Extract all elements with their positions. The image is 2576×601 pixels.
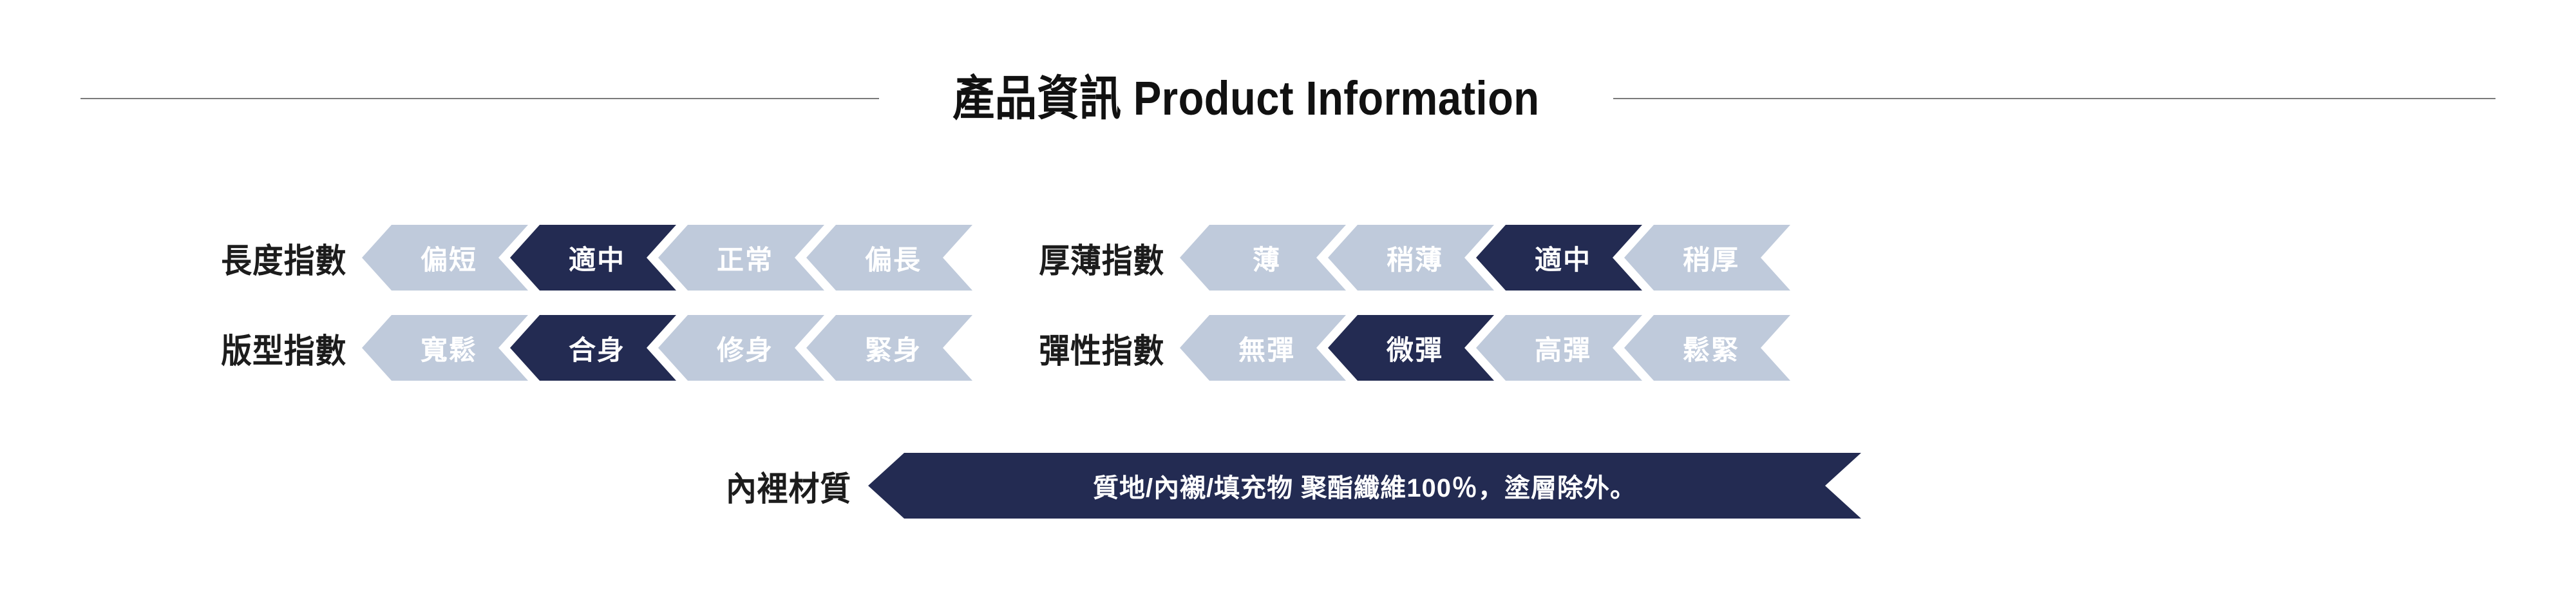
scale-segment-label: 緊身 xyxy=(864,334,922,365)
index-scale: 無彈 微彈 高彈 鬆緊 xyxy=(1180,315,1772,381)
scale-segment-label: 偏長 xyxy=(864,244,922,275)
index-group-thickness: 厚薄指數 薄 稍薄 適中 稍厚 xyxy=(1015,225,1772,291)
scale-segment-label: 微彈 xyxy=(1386,334,1443,365)
scale-segment-label: 適中 xyxy=(1534,244,1591,275)
index-row: 版型指數 寬鬆 合身 修身 緊身 彈性指數 無彈 xyxy=(0,303,2576,393)
scale-segment-label: 薄 xyxy=(1252,244,1281,275)
scale-segment-label: 鬆緊 xyxy=(1682,334,1739,365)
scale-segment[interactable]: 寬鬆 xyxy=(362,315,528,381)
index-grid: 長度指數 偏短 適中 正常 偏長 厚薄指數 薄 xyxy=(0,213,2576,393)
index-label: 長度指數 xyxy=(221,242,347,280)
index-group-elasticity: 彈性指數 無彈 微彈 高彈 鬆緊 xyxy=(1015,315,1772,381)
scale-segment-active[interactable]: 合身 xyxy=(510,315,676,381)
index-scale: 薄 稍薄 適中 稍厚 xyxy=(1180,225,1772,291)
index-label: 版型指數 xyxy=(221,332,347,370)
scale-segment-label: 正常 xyxy=(716,244,773,275)
scale-segment-label: 適中 xyxy=(568,244,625,275)
material-banner: 質地/內襯/填充物 聚酯纖維100％，塗層除外。 xyxy=(868,453,1861,519)
scale-segment[interactable]: 稍厚 xyxy=(1624,225,1790,291)
scale-segment[interactable]: 偏短 xyxy=(362,225,528,291)
index-scale: 偏短 適中 正常 偏長 xyxy=(362,225,954,291)
page-title: 產品資訊 Product Information xyxy=(952,72,1540,125)
index-row: 長度指數 偏短 適中 正常 偏長 厚薄指數 薄 xyxy=(0,213,2576,303)
scale-segment-label: 寬鬆 xyxy=(420,334,477,365)
divider-left xyxy=(80,98,880,99)
scale-segment-label: 合身 xyxy=(568,334,625,365)
scale-segment[interactable]: 緊身 xyxy=(806,315,972,381)
scale-segment[interactable]: 稍薄 xyxy=(1328,225,1494,291)
divider-right xyxy=(1613,98,2496,99)
scale-segment-label: 偏短 xyxy=(420,244,477,275)
material-text: 質地/內襯/填充物 聚酯纖維100％，塗層除外。 xyxy=(1092,474,1637,502)
scale-segment[interactable]: 薄 xyxy=(1180,225,1346,291)
scale-segment[interactable]: 修身 xyxy=(658,315,824,381)
scale-segment[interactable]: 正常 xyxy=(658,225,824,291)
scale-segment-label: 稍厚 xyxy=(1682,244,1739,275)
material-label: 內裡材質 xyxy=(725,470,851,508)
material-row: 內裡材質 質地/內襯/填充物 聚酯纖維100％，塗層除外。 xyxy=(0,447,2576,524)
scale-segment-active[interactable]: 微彈 xyxy=(1328,315,1494,381)
index-label: 彈性指數 xyxy=(1039,332,1165,370)
scale-segment-active[interactable]: 適中 xyxy=(1476,225,1642,291)
scale-segment-active[interactable]: 適中 xyxy=(510,225,676,291)
scale-segment-label: 稍薄 xyxy=(1386,244,1443,275)
scale-segment[interactable]: 鬆緊 xyxy=(1624,315,1790,381)
index-label: 厚薄指數 xyxy=(1039,242,1165,280)
scale-segment[interactable]: 偏長 xyxy=(806,225,972,291)
index-group-length: 長度指數 偏短 適中 正常 偏長 xyxy=(197,225,954,291)
scale-segment[interactable]: 無彈 xyxy=(1180,315,1346,381)
scale-segment-label: 修身 xyxy=(716,334,773,365)
scale-segment[interactable]: 高彈 xyxy=(1476,315,1642,381)
index-group-fit: 版型指數 寬鬆 合身 修身 緊身 xyxy=(197,315,954,381)
scale-segment-label: 無彈 xyxy=(1238,334,1295,365)
index-scale: 寬鬆 合身 修身 緊身 xyxy=(362,315,954,381)
page-header: 產品資訊 Product Information xyxy=(0,63,2576,134)
scale-segment-label: 高彈 xyxy=(1534,334,1591,365)
